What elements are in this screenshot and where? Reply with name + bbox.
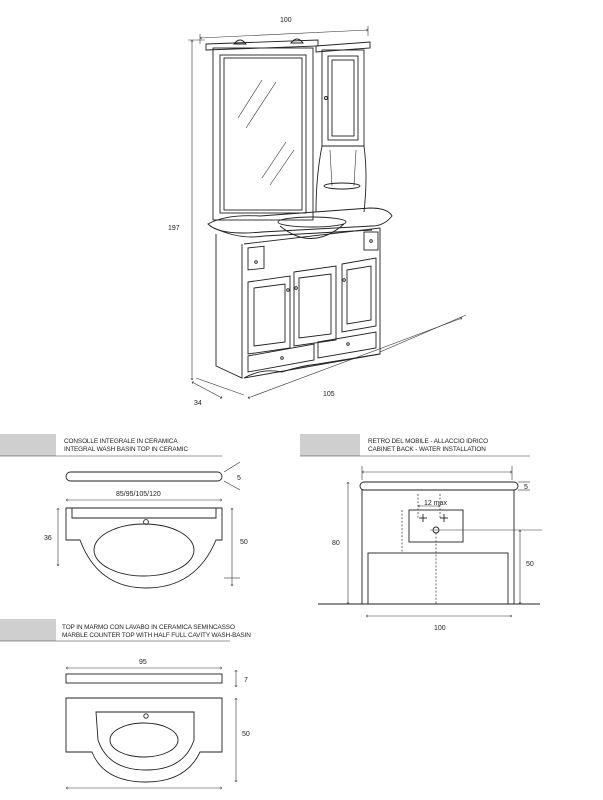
wall-cabinet <box>315 41 371 213</box>
lamp-left <box>233 39 247 45</box>
consolle-title-it: CONSOLLE INTEGRALE IN CERAMICA <box>64 438 178 445</box>
marble-top-view <box>65 697 223 783</box>
marble-top-width: 95 <box>139 659 147 666</box>
cabinet-width: 100 <box>434 625 446 632</box>
cabinet-top <box>359 481 519 491</box>
consolle-section: CONSOLLE INTEGRALE IN CERAMICA INTEGRAL … <box>0 434 248 589</box>
cabinet-back-panel <box>361 489 515 605</box>
marble-top-depth: 50 <box>242 731 250 738</box>
mirror <box>205 38 319 221</box>
base-cabinet <box>215 227 381 379</box>
basin-top <box>207 207 393 239</box>
consolle-thickness: 5 <box>237 475 241 482</box>
cabinet-height-left: 80 <box>332 540 340 547</box>
lamp-right <box>290 38 304 44</box>
dim-line-top-width <box>200 30 368 38</box>
water-tap-left-icon <box>419 514 427 522</box>
consolle-title-en: INTEGRAL WASH BASIN TOP IN CERAMIC <box>64 446 188 453</box>
consolle-top-view <box>65 507 223 589</box>
consolle-side-profile <box>65 471 223 482</box>
dim-top-width: 100 <box>280 17 292 24</box>
dim-bottom-width: 105 <box>323 391 335 398</box>
section-tab-cabinet-back <box>300 434 360 456</box>
vanity-unit-perspective: 100 197 34 105 <box>168 17 467 407</box>
cabinet-back-title-en: CABINET BACK - WATER INSTALLATION <box>368 446 486 453</box>
cabinet-spacing: 12 max <box>424 500 447 507</box>
marble-top-thickness: 7 <box>244 677 248 684</box>
consolle-widths: 85/95/105/120 <box>116 491 161 498</box>
water-tap-right-icon <box>440 514 448 522</box>
dim-height: 197 <box>168 225 180 232</box>
consolle-depth-right: 50 <box>240 539 248 546</box>
cabinet-top-thickness: 5 <box>524 484 528 491</box>
cabinet-back-title-it: RETRO DEL MOBILE - ALLACCIO IDRICO <box>368 438 488 445</box>
section-tab-consolle <box>0 434 56 456</box>
cabinet-height-right: 50 <box>526 561 534 568</box>
marble-top-side-profile <box>65 673 223 684</box>
dim-depth: 34 <box>194 400 202 407</box>
consolle-depth-left: 36 <box>44 535 52 542</box>
marble-top-title-it: TOP IN MARMO CON LAVABO IN CERAMICA SEMI… <box>62 624 235 631</box>
cabinet-back-section: RETRO DEL MOBILE - ALLACCIO IDRICO CABIN… <box>300 434 542 632</box>
marble-top-section: TOP IN MARMO CON LAVABO IN CERAMICA SEMI… <box>0 619 251 788</box>
section-tab-marble-top <box>0 619 56 641</box>
marble-top-title-en: MARBLE COUNTER TOP WITH HALF FULL CAVITY… <box>62 632 251 639</box>
